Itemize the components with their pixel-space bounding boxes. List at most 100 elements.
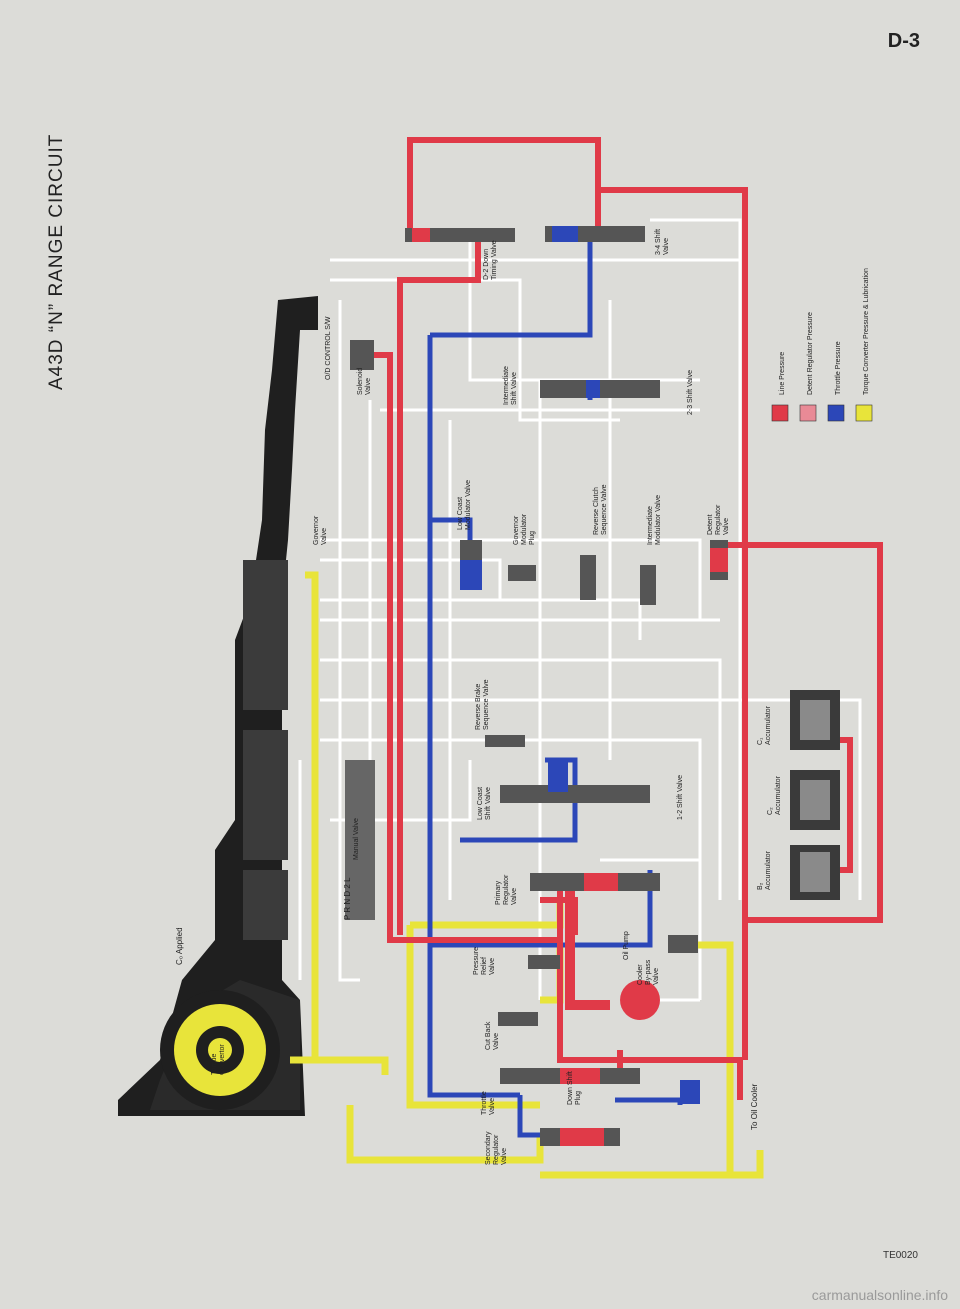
label-line: P R N D 2 L [343, 877, 352, 920]
label-line: Valve [489, 1098, 496, 1115]
passage [338, 300, 360, 982]
solenoid-valve-body [350, 340, 374, 370]
converter-hub [208, 1038, 232, 1062]
label-line: Secondary [485, 1131, 492, 1165]
label-d2-timing: D-2 DownTiming Valve [483, 240, 498, 280]
governor-mod-plug-body [508, 565, 536, 581]
red-line [397, 230, 481, 935]
label-cut-back: Cut BackValve [485, 1021, 500, 1050]
red-line [372, 352, 560, 943]
label-line: Valve [365, 378, 372, 395]
reverse-clutch-valve-body [580, 555, 596, 600]
label-od-switch: O/D CONTROL S/W [325, 316, 332, 380]
valves [345, 226, 728, 1146]
label-c1-acc: C₁Accumulator [757, 705, 772, 745]
label-line: 2-3 Shift Valve [687, 370, 694, 415]
label-line: Intermediate [647, 506, 654, 545]
shift-12-valve-body [500, 785, 650, 803]
label-secondary-reg: SecondaryRegulatorValve [485, 1131, 508, 1165]
label-line: Detent [707, 514, 714, 535]
label-shift-12: 1-2 Shift Valve [677, 775, 684, 820]
gear-set-1 [243, 560, 288, 710]
legend-swatch [855, 404, 873, 422]
oil-pump-circle [620, 980, 660, 1020]
label-down-shift: Down ShiftPlug [567, 1071, 582, 1105]
secondary-reg-spring [560, 1128, 604, 1146]
legend-swatch [827, 404, 845, 422]
label-line: Valve [489, 958, 496, 975]
accumulators [790, 690, 840, 900]
label-reverse-brake: Reverse BrakeSequence Valve [475, 679, 490, 730]
cooler-bypass-valve-body [668, 935, 698, 953]
passage [600, 858, 702, 1000]
label-line: Valve [501, 1148, 508, 1165]
label-gear-positions: P R N D 2 L [343, 877, 352, 920]
watermark: carmanualsonline.info [811, 1287, 948, 1303]
red-line [407, 137, 601, 230]
label-line: Valve [723, 518, 730, 535]
label-line: Plug [575, 1091, 582, 1105]
label-line: Shift Valve [485, 787, 492, 820]
label-line: Reverse Brake [475, 684, 482, 730]
blue-line [427, 335, 520, 1098]
legend-swatch [799, 404, 817, 422]
label-line: Reverse Clutch [593, 487, 600, 535]
legend-swatch [771, 404, 789, 422]
c1-accumulator-spring [800, 700, 830, 740]
label-line: Solenoid [357, 368, 364, 395]
down-shift-plug-spring [560, 1068, 600, 1084]
d2-timing-valve-body [405, 228, 515, 242]
pump-line-block [565, 880, 610, 1010]
reverse-brake-valve-body [485, 735, 525, 747]
label-line: Pressure [473, 947, 480, 975]
passage [320, 558, 502, 600]
red-line [557, 875, 605, 1063]
intermediate-shift-valve-spring [586, 380, 600, 398]
page-number: D-3 [887, 30, 920, 52]
passage [320, 698, 862, 900]
label-line: Valve [663, 238, 670, 255]
label-line: Low Coast [457, 497, 464, 530]
label-line: Governor [513, 515, 520, 545]
legend-label: Detent Regulator Pressure [807, 312, 814, 395]
intermediate-mod-valve-body [640, 565, 656, 605]
label-solenoid: SolenoidValve [357, 368, 372, 395]
label-line: By-pass [645, 959, 652, 985]
label-line: Accumulator [775, 775, 782, 815]
gear-set-3 [243, 870, 288, 940]
red-line [605, 1057, 743, 1100]
label-line: C₁ [757, 737, 764, 745]
label-governor: GovernorValve [313, 515, 328, 545]
yellow-line [346, 1105, 544, 1164]
label-line: To Oil Cooler [750, 1083, 759, 1130]
label-line: 1-2 Shift Valve [677, 775, 684, 820]
yellow-line [290, 1056, 389, 1075]
yellow-line [406, 925, 540, 1109]
label-line: Cooler [637, 964, 644, 985]
label-line: B₂ [757, 882, 764, 890]
label-throttle-valve: ThrottleValve [481, 1091, 496, 1115]
line-pressure-lines [372, 137, 883, 1100]
torque-converter [160, 990, 280, 1110]
label-line: Valve [493, 1033, 500, 1050]
label-shift-23: 2-3 Shift Valve [687, 370, 694, 415]
legend-label: Throttle Pressure [835, 341, 842, 395]
label-b2-acc: B₂Accumulator [757, 850, 772, 890]
label-line: Plug [529, 531, 536, 545]
label-reverse-clutch: Reverse ClutchSequence Valve [593, 484, 608, 535]
label-intermediate-shift: IntermediateShift Valve [503, 366, 518, 405]
label-line: Low Coast [477, 787, 484, 820]
label-line: Modulator Valve [465, 480, 472, 530]
throttle-cam [680, 1080, 700, 1104]
blue-line [430, 870, 653, 948]
passage [650, 218, 742, 260]
label-line: O/D CONTROL S/W [325, 316, 332, 380]
label-line: Torque [211, 1053, 218, 1075]
yellow-line [290, 571, 319, 1064]
legend-label: Torque Converter Pressure & Lubrication [863, 268, 870, 395]
passage [320, 538, 702, 620]
label-line: Down Shift [567, 1071, 574, 1105]
